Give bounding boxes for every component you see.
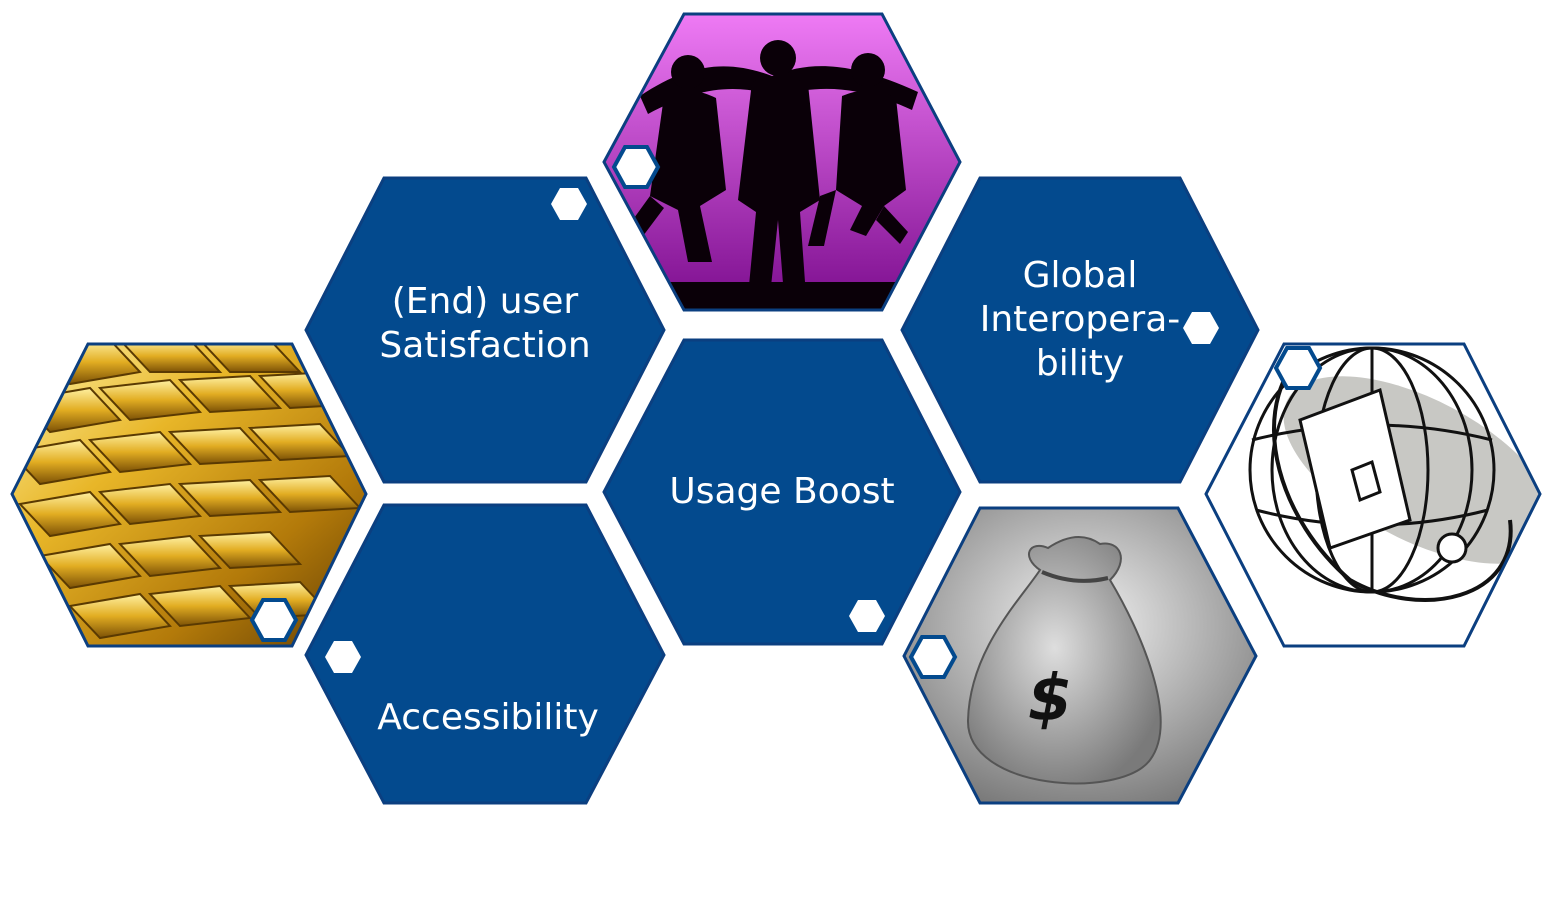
- label-global-interoperability: Global Interopera- bility: [979, 255, 1181, 384]
- marker-hexagon-people: [611, 145, 661, 189]
- hexagon-accessibility-of-products: [304, 503, 666, 805]
- marker-hexagon-accessibility: [325, 641, 361, 673]
- gold-bars-icon: [10, 342, 368, 648]
- marker-hexagon-global: [1183, 312, 1219, 344]
- marker-hexagon-usage: [849, 600, 885, 632]
- globe-icon: [1204, 342, 1542, 648]
- marker-hexagon-globe: [1273, 346, 1323, 390]
- marker-hexagon-gold: [249, 598, 299, 642]
- marker-hexagon-money: [908, 635, 958, 679]
- money-bag-icon: $: [902, 506, 1258, 805]
- label-end-user-satisfaction: (End) user Satisfaction: [379, 281, 591, 366]
- money-bag-dollar-symbol: $: [1028, 662, 1073, 736]
- hexagon-global-interoperability: [900, 176, 1260, 484]
- marker-hexagon-end-user: [551, 188, 587, 220]
- hexagon-diagram: $: [10, 12, 1542, 805]
- label-usage-boost: Usage Boost: [669, 471, 895, 512]
- label-accessibility-of-products: Accessibility of Products: [377, 697, 599, 870]
- hexagon-usage-boost: [602, 338, 962, 646]
- hexagon-end-user-satisfaction: [304, 176, 666, 484]
